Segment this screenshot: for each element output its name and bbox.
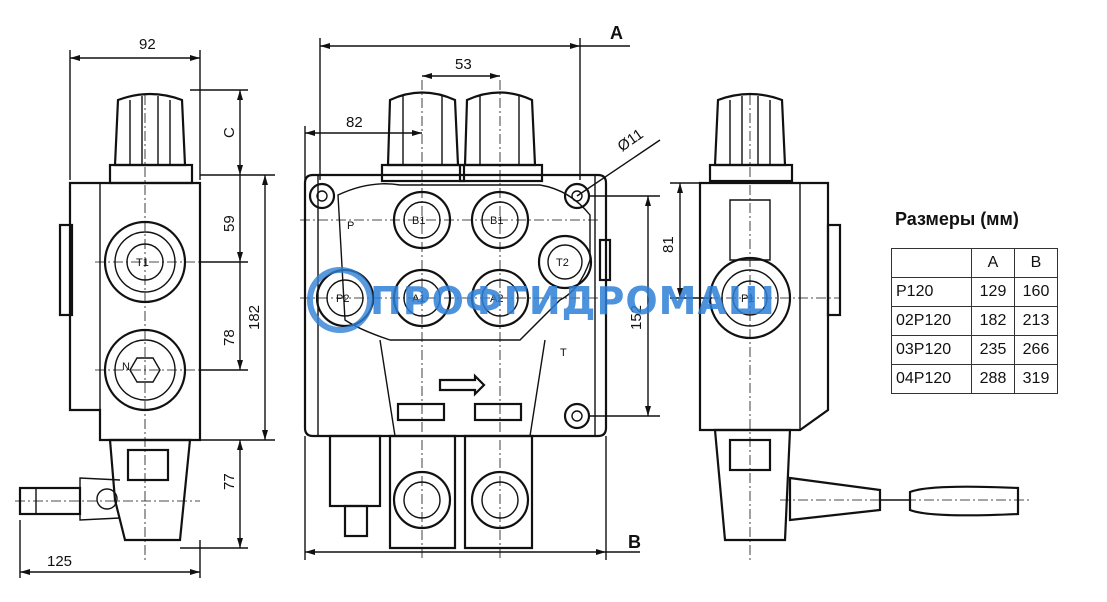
table-cell-model: P120 [891, 277, 972, 307]
side-view-left [15, 50, 275, 578]
table-cell-b: 266 [1014, 335, 1058, 365]
port-label-b1-right: B1 [490, 215, 503, 227]
size-table-header-row: A B [891, 248, 1058, 278]
dim-59: 59 [221, 215, 238, 232]
table-header-cell: B [1014, 248, 1058, 278]
table-cell-a: 288 [971, 364, 1015, 394]
dim-182: 182 [246, 305, 263, 330]
dim-d11: Ø11 [615, 126, 647, 156]
front-view [300, 38, 661, 560]
dim-81: 81 [660, 236, 677, 253]
port-label-t: T [560, 347, 567, 359]
table-row: 03P120 235 266 [891, 335, 1058, 365]
table-cell-a: 182 [971, 306, 1015, 336]
table-cell-model: 04P120 [891, 364, 972, 394]
watermark-logo-icon [307, 267, 373, 333]
dim-82: 82 [346, 114, 363, 131]
port-label-a2: A2 [490, 293, 503, 305]
port-label-t1: T1 [136, 257, 149, 269]
port-label-b1-left: B1 [412, 215, 425, 227]
table-row: 04P120 288 319 [891, 364, 1058, 394]
dim-53: 53 [455, 56, 472, 73]
table-cell-a: 129 [971, 277, 1015, 307]
port-label-p2: P2 [336, 293, 349, 305]
size-table: A B P120 129 160 02P120 182 213 03P120 2… [891, 248, 1058, 394]
dim-125: 125 [47, 553, 72, 570]
table-row: 02P120 182 213 [891, 306, 1058, 336]
table-row: P120 129 160 [891, 277, 1058, 307]
dim-a: A [610, 23, 623, 43]
table-cell-a: 235 [971, 335, 1015, 365]
size-table-title: Размеры (мм) [895, 209, 1019, 229]
dim-b: B [628, 532, 641, 552]
port-label-p: P [347, 220, 354, 232]
port-label-n: N [122, 361, 130, 373]
watermark-text: ПРОФГИДРОМАШ [370, 279, 776, 323]
side-view-right [670, 92, 1030, 560]
table-cell-b: 319 [1014, 364, 1058, 394]
table-cell-b: 213 [1014, 306, 1058, 336]
dim-78: 78 [221, 329, 238, 346]
port-label-t2: T2 [556, 257, 569, 269]
table-header-cell: A [971, 248, 1015, 278]
table-cell-model: 02P120 [891, 306, 972, 336]
dim-77: 77 [221, 473, 238, 490]
dim-92: 92 [139, 36, 156, 53]
dim-152: 152 [628, 305, 645, 330]
table-cell-model: 03P120 [891, 335, 972, 365]
port-label-a1: A1 [412, 293, 425, 305]
table-cell-b: 160 [1014, 277, 1058, 307]
dim-c: C [221, 127, 238, 138]
table-header-cell [891, 248, 972, 278]
port-label-p1: P1 [741, 293, 754, 305]
